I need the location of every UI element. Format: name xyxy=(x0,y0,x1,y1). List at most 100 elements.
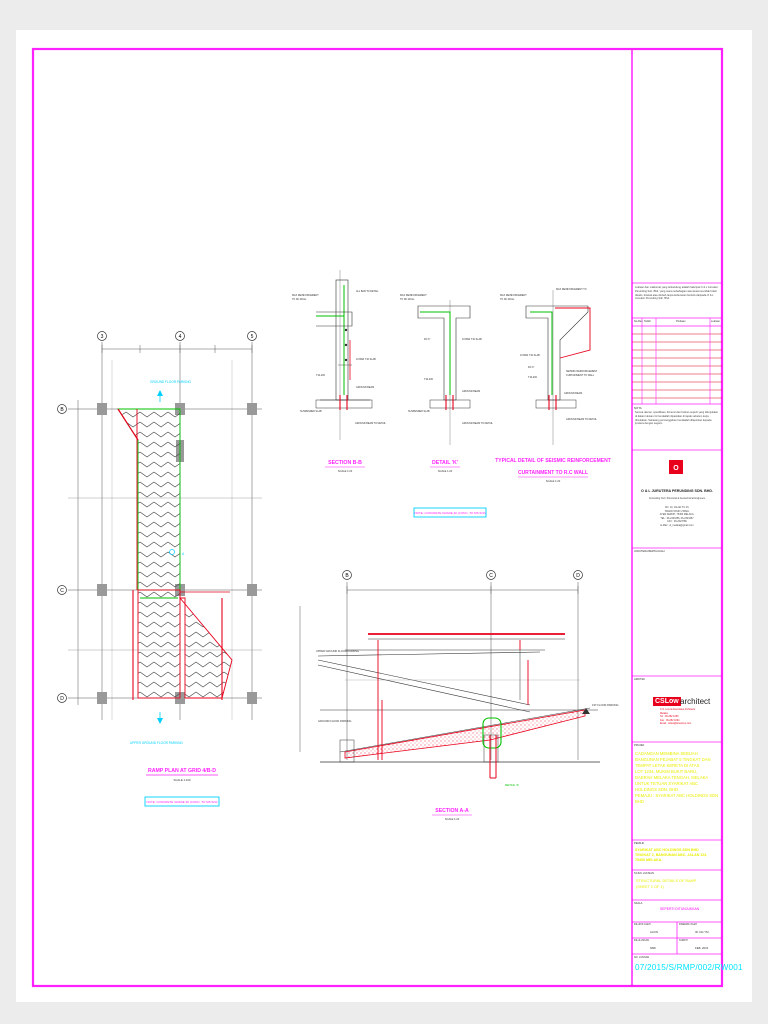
typical-detail-title-1: TYPICAL DETAIL OF SEISMIC REINFORCEMENT xyxy=(495,458,611,464)
firm-subtitle: Consulting Civil, Structural & Geotechni… xyxy=(648,497,706,500)
engineer-heading: JURUTERA BERTAULIAH xyxy=(634,550,665,553)
grid-bubble-c xyxy=(57,585,67,595)
svg-text:MAX REINFORCEMENT: MAX REINFORCEMENT xyxy=(500,294,527,297)
ground-floor-label: GROUND FLOOR PARKING xyxy=(150,380,192,384)
svg-text:A: A xyxy=(182,552,185,556)
level-tag-2: GROUND FLOOR PARKING xyxy=(318,719,351,723)
grid-bubble-5 xyxy=(247,331,257,341)
svg-text:MAX REINFORCEMENT: MAX REINFORCEMENT xyxy=(292,294,319,297)
section-bb-title: SECTION B-B xyxy=(328,460,362,466)
checked-heading: DISEMAK OLEH xyxy=(679,923,697,926)
architect-line-2: Melaka xyxy=(660,711,668,715)
ramp-plan: 3 4 5 B C D xyxy=(57,331,262,724)
drawn-value: ALVIN xyxy=(650,930,658,934)
ramp-lower-slab xyxy=(137,589,181,699)
project-line-7: HOLDINGS SDN. BHD. xyxy=(635,787,680,792)
section-grid-label-c: C xyxy=(489,573,493,579)
section-bb: MAX REINFORCEMENT TO RC WALL ALL BAR TO … xyxy=(292,270,386,440)
grid-label-d: D xyxy=(60,696,64,702)
firm-logo xyxy=(669,460,683,474)
note-box-plan xyxy=(144,796,220,807)
notes-heading: NOTA xyxy=(634,406,642,410)
grid-bubble-b xyxy=(57,404,67,414)
project-description: CADANGAN MEMBINA SEBUAH BANGUNAN PEJABAT… xyxy=(635,751,719,805)
architect-line-4: Fax : 06-282 1094 xyxy=(660,718,680,722)
project-line-2: BANGUNAN PEJABAT 5 TINGKAT DAN xyxy=(635,757,711,762)
detail-k: MAX REINFORCEMENT TO RC WALL 10 BAR T10 … xyxy=(400,294,493,445)
note-box-details-text: NOTE: CONCRETE GRADE 30 (CONC. TO MS 523… xyxy=(414,511,485,515)
notes-text: Semua ukuran, spesifikasi, dimensi dan b… xyxy=(635,411,719,426)
svg-text:SUSPENDED SLAB: SUSPENDED SLAB xyxy=(408,410,430,413)
svg-text:MAX REINFORCEMENT TO: MAX REINFORCEMENT TO xyxy=(556,288,587,291)
typical-detail: MAX REINFORCEMENT TO RC WALL MAX REINFOR… xyxy=(500,288,598,445)
firm-tel: TEL : 06-2323456, 06-2323457 xyxy=(660,516,694,520)
owner-details: SYARIKAT ABC HOLDINGS SDN BHD TINGKAT 2,… xyxy=(635,848,719,863)
rev-header-change: Pindaan xyxy=(676,320,686,323)
svg-text:TO RC WALL: TO RC WALL xyxy=(400,298,415,301)
section-bb-scale: SCALE 1:20 xyxy=(338,469,353,473)
level-tag-3: 1ST FLOOR PARKING xyxy=(592,703,619,707)
svg-text:T10-200: T10-200 xyxy=(316,374,326,377)
firm-address-2: TAMAN TASIK UTAMA, xyxy=(664,509,690,513)
checked-value: IR. NG YM xyxy=(695,930,709,934)
svg-text:ALL BAR TO DETAIL: ALL BAR TO DETAIL xyxy=(356,290,379,293)
grid-bubble-d xyxy=(57,693,67,703)
approved-value: NMF xyxy=(650,946,657,950)
ramp-plan-scale: SCALE 1:100 xyxy=(174,778,191,782)
svg-text:GROUND BEAM: GROUND BEAM xyxy=(356,386,374,389)
drawn-heading: DILUKIS OLEH xyxy=(634,923,651,926)
architect-heading: ARKITEK xyxy=(634,678,646,681)
scale-heading: SKALA xyxy=(634,902,643,905)
svg-text:10 BAR T10 SLAB: 10 BAR T10 SLAB xyxy=(462,338,482,341)
rev-header-drawing: Lukisan xyxy=(711,320,720,323)
grid-bubble-3 xyxy=(97,331,107,341)
owner-line-2: TINGKAT 2, BANGUNAN ABC, JALAN 123, xyxy=(635,853,708,857)
ramp-side-slab xyxy=(179,597,233,699)
owner-line-3: 75450 MELAKA. xyxy=(635,858,663,862)
section-grid-bubble-c xyxy=(486,570,496,580)
drawing-title: STRUCTURAL DETAILS OF RAMP (SHEET 1 OF 1… xyxy=(636,879,716,890)
architect-logo-word: architect xyxy=(680,697,711,706)
svg-text:GROUND BEAM TO DETAIL: GROUND BEAM TO DETAIL xyxy=(355,422,386,425)
project-heading: PROJEK xyxy=(634,744,645,747)
drawing-number: 07/2015/S/RMP/002/RW001 xyxy=(635,963,743,972)
grid-label-5: 5 xyxy=(251,334,254,340)
svg-text:SEISMIC REINFORCEMENT: SEISMIC REINFORCEMENT xyxy=(566,370,598,373)
section-aa-scale: SCALE 1:20 xyxy=(445,817,460,821)
svg-text:RC 6": RC 6" xyxy=(528,366,534,369)
architect-line-5: Email : cslow@streamyx.com xyxy=(660,722,692,726)
project-line-1: CADANGAN MEMBINA SEBUAH xyxy=(635,751,698,756)
drawing-title-line-2: (SHEET 1 OF 1) xyxy=(636,884,664,889)
detail-k-scale: SCALE 1:20 xyxy=(438,469,453,473)
project-line-9: PEMAJU : SYARIKAT ABC HOLDINGS SDN BHD xyxy=(635,793,719,804)
grid-label-b: B xyxy=(60,407,64,413)
typical-detail-title-2: CURTAINMENT TO R.C WALL xyxy=(518,470,588,476)
firm-name: O & L JURUTERA PERUNDING SDN. BHD. xyxy=(641,489,713,493)
note-box-details xyxy=(413,507,487,518)
date-heading: TARIKH xyxy=(679,939,688,942)
section-aa: B C D xyxy=(299,570,600,779)
svg-text:TO RC WALL: TO RC WALL xyxy=(292,298,307,301)
rev-header-date: Tarikh xyxy=(644,320,651,323)
sheet-border xyxy=(31,47,724,988)
scale-value: SEPERTI DITUNJUKKAN xyxy=(660,907,700,911)
svg-text:10 BAR T10 SLAB: 10 BAR T10 SLAB xyxy=(520,354,540,357)
svg-text:GROUND BEAM: GROUND BEAM xyxy=(462,390,480,393)
svg-text:GROUND BEAM: GROUND BEAM xyxy=(564,392,582,395)
firm-address-3: AYER KEROH, 75450 MELAKA. xyxy=(659,513,695,517)
drawing-title-heading: TAJUK LUKISAN xyxy=(634,872,654,875)
section-aa-title: SECTION A-A xyxy=(435,808,469,814)
project-line-4: LOT 1234, MUKIM BUKIT BARU, xyxy=(635,769,698,774)
project-line-6: UNTUK TETUAN SYARIKAT ABC xyxy=(635,781,698,786)
section-grid-bubble-d xyxy=(573,570,583,580)
ramp-plan-title: RAMP PLAN AT GRID 4/B-D xyxy=(148,768,216,774)
architect-line-3: Tel : 06-282 1093 xyxy=(660,715,679,719)
disclaimer-text: Lukisan dan maklumat yang terkandung ada… xyxy=(635,286,718,301)
date-value: FEB. 2016 xyxy=(695,946,709,950)
svg-text:TO RC WALL: TO RC WALL xyxy=(500,298,515,301)
lower-ramp-slab xyxy=(344,709,586,759)
firm-address: NO. 10, JALAN TU 43, TAMAN TASIK UTAMA, … xyxy=(634,506,720,528)
svg-text:SUSPENDED SLAB: SUSPENDED SLAB xyxy=(300,410,322,413)
svg-text:CURTAINMENT TO WALL: CURTAINMENT TO WALL xyxy=(566,374,595,377)
typical-detail-scale: SCALE 1:20 xyxy=(546,479,561,483)
